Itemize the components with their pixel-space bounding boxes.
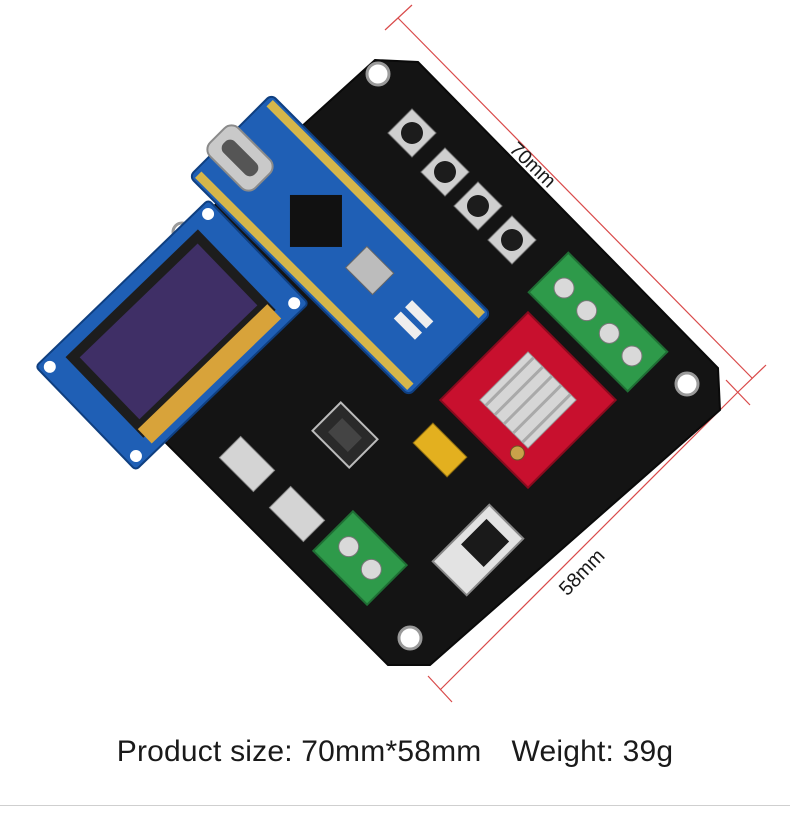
terminal-block-power [311,509,409,607]
tactile-buttons [387,108,537,265]
product-caption: Product size: 70mm*58mm Weight: 39g [0,735,790,769]
slide-switch-main [431,503,525,597]
usb-c-connector [206,124,274,192]
voltage-regulator [311,401,379,469]
dimension-lines [384,4,767,703]
terminal-block-motor [527,251,669,393]
pcb-board [36,58,722,666]
mount-hole-right [674,371,700,397]
mount-hole-top [365,61,391,87]
oled-display [36,200,308,470]
mount-hole-bottom [397,625,423,651]
product-weight-text: Weight: 39g [511,735,674,768]
dip-switch [412,422,468,478]
footer-divider [0,805,790,806]
product-size-text: Product size: 70mm*58mm [116,735,482,768]
stepper-driver-module [438,310,618,490]
slide-switch-small [218,435,326,543]
